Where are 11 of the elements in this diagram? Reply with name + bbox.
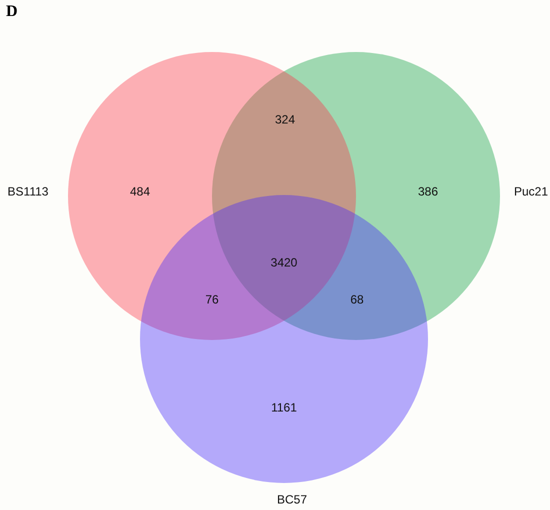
- count-label: 324: [274, 114, 296, 126]
- panel-letter: D: [6, 4, 18, 20]
- set-label: BC57: [276, 494, 308, 506]
- count-label: 1161: [271, 402, 297, 414]
- count-label: 68: [350, 294, 364, 306]
- count-label: 484: [130, 186, 150, 198]
- count-label: 3420: [270, 256, 298, 270]
- count-label: 76: [205, 294, 219, 306]
- set-label: BS1113: [8, 186, 48, 198]
- count-label: 386: [418, 186, 438, 198]
- set-label: Puc21: [514, 186, 548, 198]
